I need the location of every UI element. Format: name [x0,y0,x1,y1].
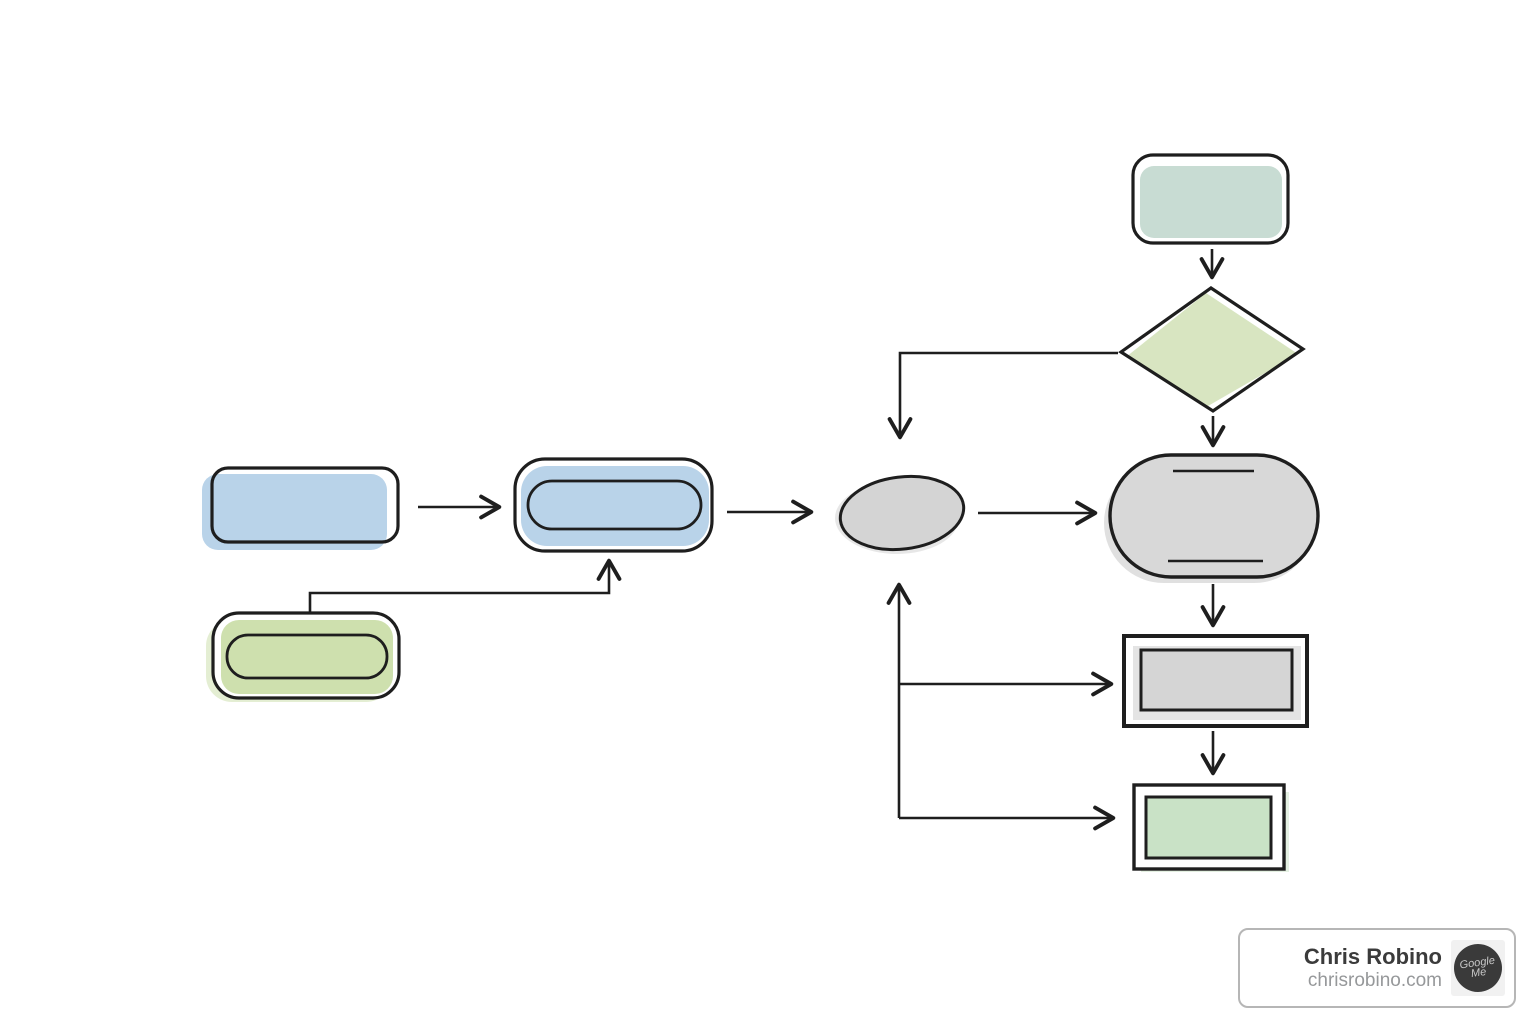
loop-green-inner-pill [225,633,389,680]
credit-text: Chris Robino chrisrobino.com [1304,944,1442,991]
ellipse-fill [838,474,966,552]
start-blue-fill [202,474,387,550]
diamond-outline [1118,286,1306,413]
process-blue-inner-pill [526,479,703,531]
teal-fill [1140,166,1282,238]
logo-text-bottom: Me [1470,965,1488,980]
node-decision-diamond [1118,286,1306,413]
stadium-fill [1108,453,1320,579]
credit-author-name: Chris Robino [1303,944,1442,970]
loop-green-fill [221,620,393,694]
start-blue-outline [210,466,400,544]
node-process-blue-pill [513,457,714,553]
arrow-diamond-to-ellipse-elbow [887,351,1118,440]
node-stadium-gray [1104,453,1320,583]
node-loop-green-pill [206,611,401,702]
node-start-blue-left [202,466,400,550]
google-me-logo-circle: Google Me [1450,940,1506,996]
node-subroutine-green [1132,783,1289,872]
connector-lines [308,249,1226,831]
credit-website: chrisrobino.com [1307,969,1442,991]
process-blue-fill [521,466,709,546]
node-start-teal-top [1131,153,1290,245]
node-connector-ellipse [835,474,966,554]
node-subroutine-gray [1122,634,1309,728]
diamond-fill [1126,293,1298,406]
greenrect-inner [1144,795,1273,860]
grayrect-inner [1139,648,1294,712]
credit-card: Chris Robino chrisrobino.com Google Me [1238,928,1516,1008]
google-me-logo: Google Me [1450,940,1506,996]
arrow-loopgreen-to-processblue [308,558,622,612]
